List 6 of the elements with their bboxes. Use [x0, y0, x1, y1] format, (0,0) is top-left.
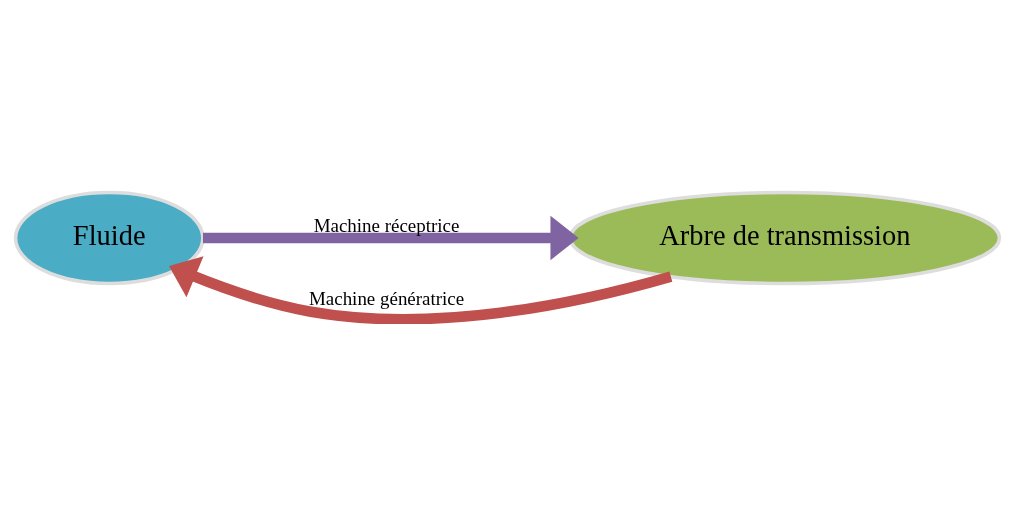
node-ellipse: Fluide	[13, 190, 205, 286]
arrow	[169, 256, 673, 324]
edge-label: Machine génératrice	[308, 288, 465, 310]
arrow	[202, 215, 579, 261]
node-ellipse: Arbre de transmission	[568, 190, 1002, 286]
edge-label: Machine réceptrice	[313, 214, 460, 236]
